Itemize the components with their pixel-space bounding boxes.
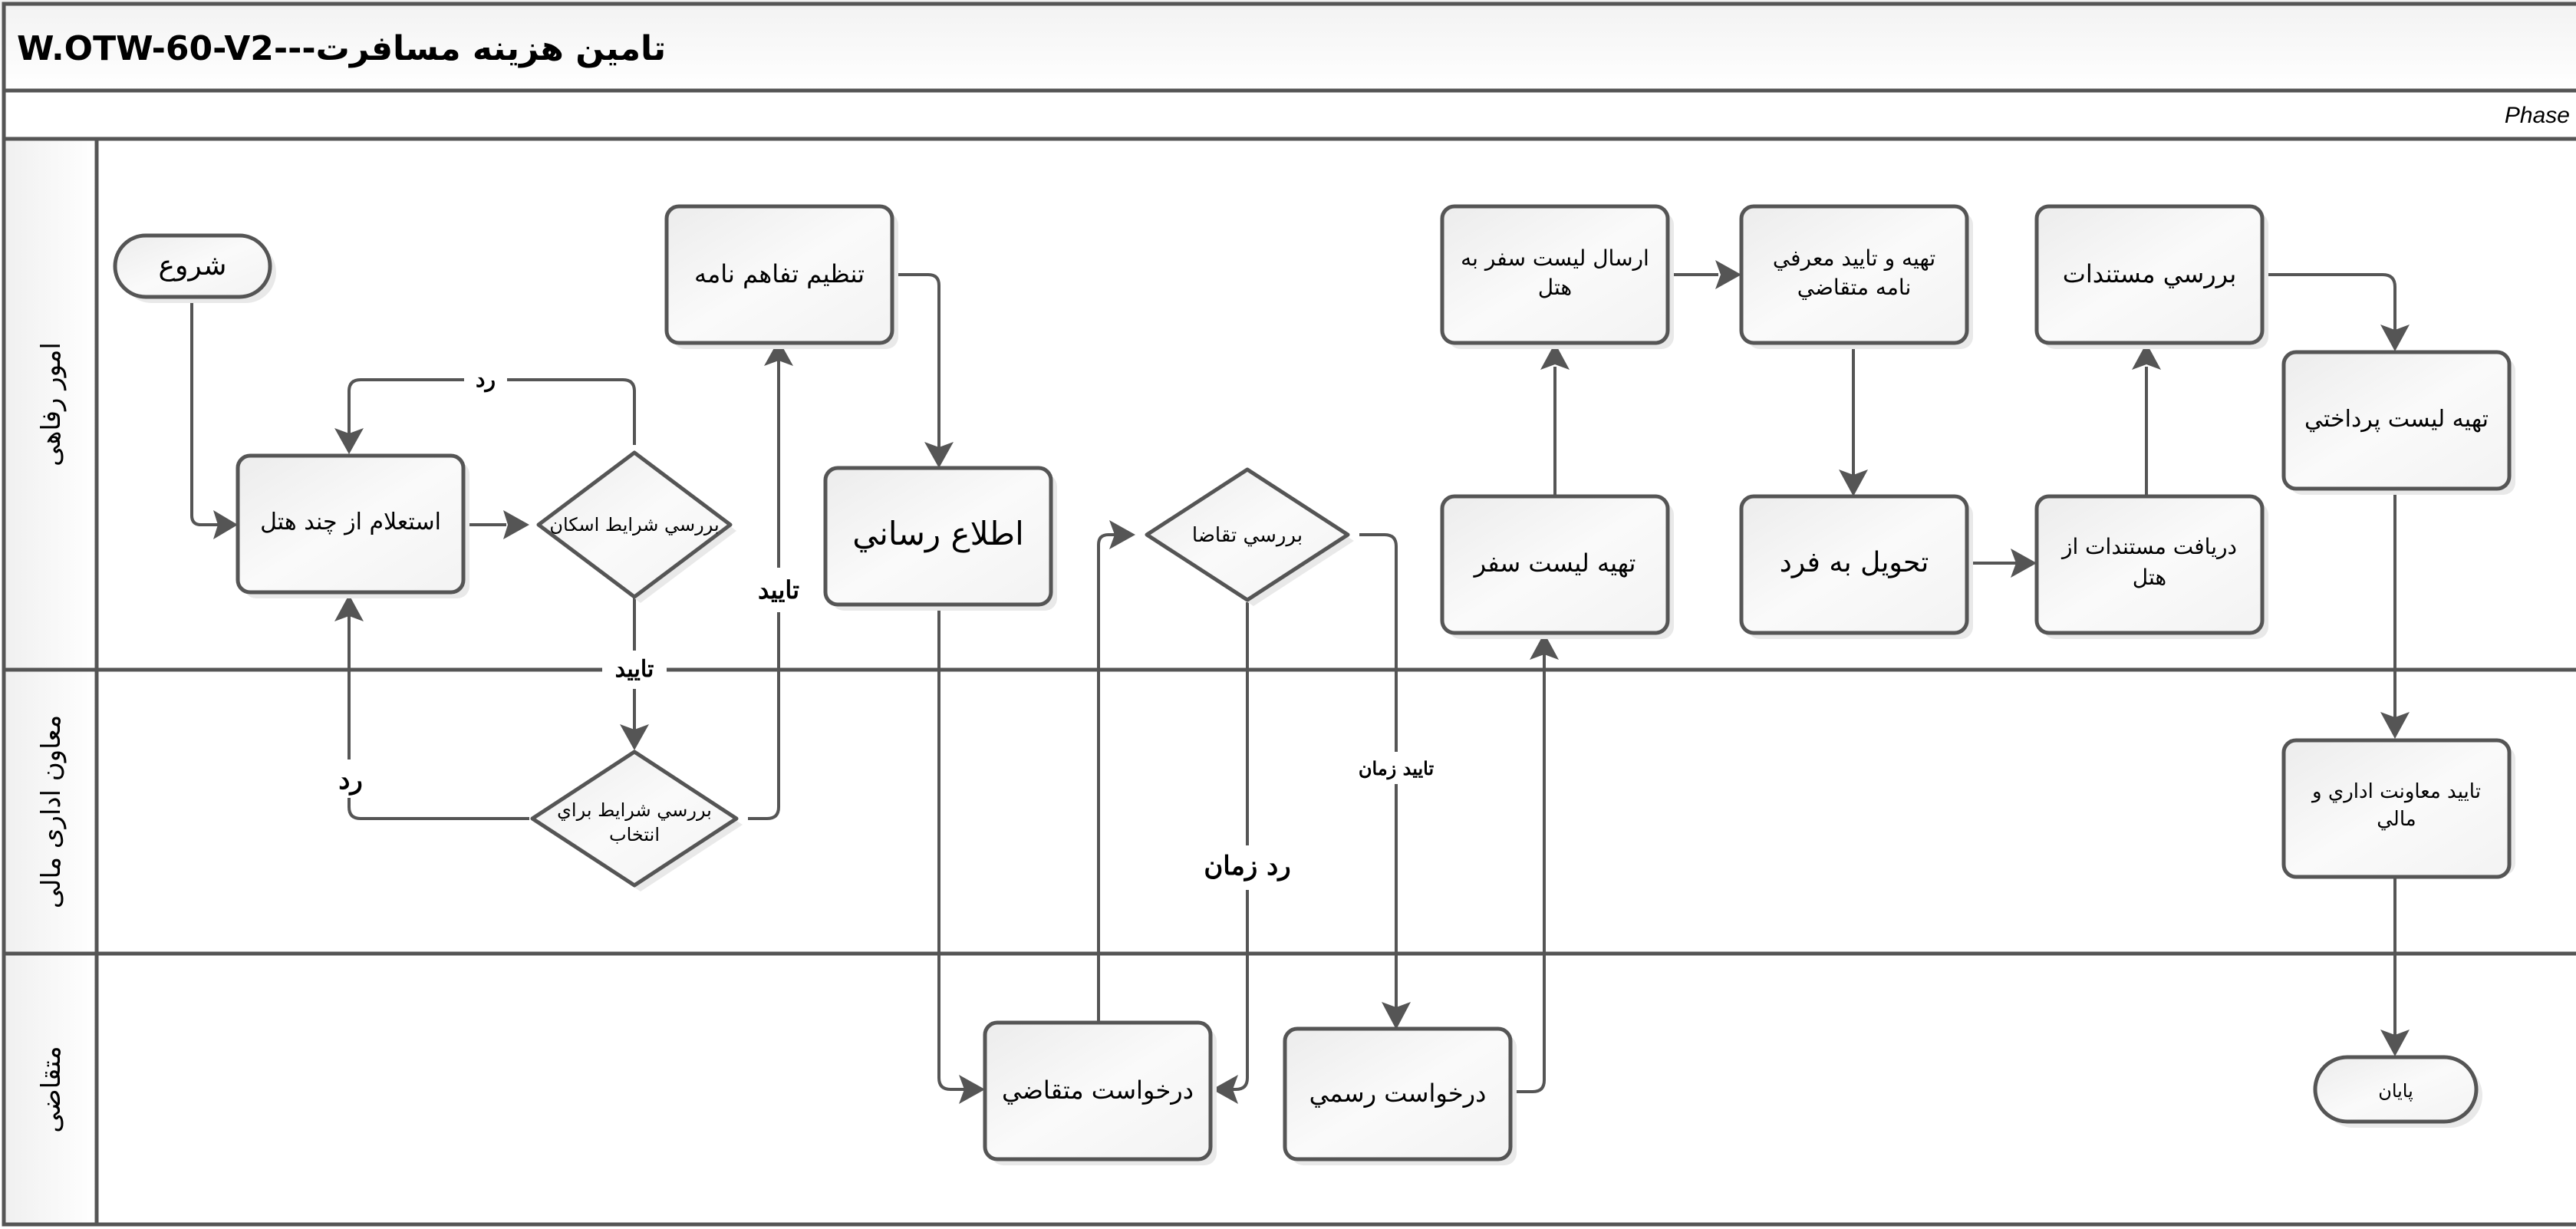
- arrowhead-icon: [334, 595, 364, 621]
- deputy-approval-line-1: تاييد معاونت اداري و: [2311, 780, 2481, 803]
- arrowhead-icon: [2132, 343, 2161, 370]
- nodes: شروع استعلام از چند هتل بررسي شرايط اسكا…: [113, 204, 2515, 1165]
- arrowhead-icon: [2380, 712, 2410, 739]
- arrowhead-icon: [1109, 520, 1135, 549]
- lane-header-bg: [6, 141, 97, 1224]
- svg-text:تهيه ليست پرداختي: تهيه ليست پرداختي: [2304, 406, 2489, 433]
- arrowhead-icon: [1839, 470, 1868, 496]
- intro-letter-line-2: نامه متقاضي: [1797, 275, 1912, 300]
- edge-label-accommodation-approve: تاييد: [615, 656, 654, 683]
- end-terminator[interactable]: پايان: [2313, 1055, 2482, 1128]
- arrowhead-icon: [959, 1075, 985, 1104]
- svg-text:شروع: شروع: [159, 250, 227, 282]
- edge-review-to-payment-list: [2261, 273, 2396, 331]
- svg-text:درخواست رسمي: درخواست رسمي: [1309, 1079, 1487, 1108]
- edge-selection-approve: [748, 361, 780, 820]
- intro-letter-line-1: تهيه و تاييد معرفي: [1773, 245, 1935, 271]
- arrowhead-icon: [620, 724, 649, 750]
- arrowhead-icon: [2011, 549, 2037, 578]
- receive-docs-line-1: دريافت مستندات از: [2060, 534, 2237, 559]
- svg-text:اطلاع رساني: اطلاع رساني: [852, 515, 1024, 553]
- arrowhead-icon: [1530, 633, 1559, 660]
- edge-labels: رد تاييد رد تاييد رد زمان تاييد زمان: [331, 367, 1438, 890]
- svg-text:تهيه ليست سفر: تهيه ليست سفر: [1473, 549, 1636, 578]
- edge-agreement-to-announcement: [894, 273, 940, 451]
- receive-docs-line-2: هتل: [2133, 565, 2166, 590]
- process-deputy-approval[interactable]: تاييد معاونت اداري و مالي: [2281, 738, 2515, 879]
- edge-formal-request-to-travel-list: [1510, 651, 1546, 1093]
- svg-text:تنظيم تفاهم نامه: تنظيم تفاهم نامه: [694, 259, 865, 288]
- svg-text:پايان: پايان: [2378, 1080, 2413, 1102]
- title-bar-bg: [0, 0, 2576, 91]
- edge-check-request-reject-time: [1227, 602, 1249, 1091]
- arrowhead-icon: [213, 510, 238, 539]
- edge-announcement-to-applicant-request: [937, 606, 968, 1091]
- decision-check-accommodation[interactable]: بررسي شرايط اسكان: [536, 450, 736, 603]
- decision-check-request[interactable]: بررسي تقاضا: [1145, 467, 1354, 606]
- connectors: [190, 260, 2410, 1104]
- process-applicant-request[interactable]: درخواست متقاضي: [983, 1020, 1217, 1165]
- arrowhead-icon: [1212, 1075, 1238, 1104]
- lane-label-admin-finance-deputy: معاون اداری مالی: [36, 715, 67, 908]
- svg-text:استعلام از چند هتل: استعلام از چند هتل: [260, 509, 441, 535]
- lane-label-welfare: امور رفاهی: [36, 342, 67, 466]
- arrowhead-icon: [503, 510, 529, 539]
- svg-text:درخواست متقاضي: درخواست متقاضي: [1002, 1076, 1194, 1105]
- process-arrange-agreement[interactable]: تنظيم تفاهم نامه: [664, 204, 898, 349]
- process-prepare-intro-letter[interactable]: تهيه و تاييد معرفي نامه متقاضي: [1739, 204, 1973, 349]
- arrowhead-icon: [764, 340, 793, 366]
- check-selection-line-2: انتخاب: [609, 824, 660, 845]
- arrowhead-icon: [1540, 343, 1570, 370]
- svg-text:بررسي تقاضا: بررسي تقاضا: [1192, 524, 1303, 547]
- edge-label-selection-approve: تاييد: [758, 575, 799, 605]
- arrowhead-icon: [2380, 1030, 2410, 1056]
- send-list-line-2: هتل: [1538, 275, 1572, 300]
- edge-label-reject-time: رد زمان: [1204, 851, 1290, 881]
- arrowhead-icon: [1382, 1002, 1411, 1030]
- arrowhead-icon: [1715, 260, 1741, 289]
- process-formal-request[interactable]: درخواست رسمي: [1283, 1026, 1517, 1165]
- process-prepare-payment-list[interactable]: تهيه ليست پرداختي: [2281, 350, 2515, 495]
- process-receive-documents[interactable]: دريافت مستندات از هتل: [2034, 494, 2268, 639]
- process-announcement[interactable]: اطلاع رساني: [823, 466, 1057, 611]
- decision-check-selection[interactable]: بررسي شرايط براي انتخاب: [530, 750, 743, 891]
- edge-check-request-approve-time: [1359, 533, 1398, 1011]
- edge-label-accommodation-reject: رد: [476, 367, 496, 393]
- start-terminator[interactable]: شروع: [113, 233, 276, 303]
- process-send-list-to-hotel[interactable]: ارسال ليست سفر به هتل: [1440, 204, 1674, 349]
- check-selection-line-1: بررسي شرايط براي: [557, 799, 712, 821]
- arrowhead-icon: [2380, 325, 2410, 351]
- deputy-approval-line-2: مالي: [2377, 808, 2416, 831]
- lane-label-applicant: متقاضی: [36, 1046, 67, 1132]
- send-list-line-1: ارسال ليست سفر به: [1461, 245, 1649, 271]
- svg-text:بررسي شرايط اسكان: بررسي شرايط اسكان: [549, 514, 719, 535]
- svg-text:بررسي مستندات: بررسي مستندات: [2063, 259, 2236, 288]
- svg-text:تحويل به فرد: تحويل به فرد: [1780, 547, 1929, 578]
- phase-label: Phase: [2505, 103, 2570, 128]
- diagram-title: W.OTW-60-V2---تامین هزینه مسافرت: [17, 29, 666, 68]
- process-review-documents[interactable]: بررسي مستندات: [2034, 204, 2268, 349]
- process-deliver-to-person[interactable]: تحويل به فرد: [1739, 494, 1973, 639]
- edge-label-selection-reject: رد: [338, 765, 363, 796]
- process-prepare-travel-list[interactable]: تهيه ليست سفر: [1440, 494, 1674, 639]
- arrowhead-icon: [334, 428, 364, 454]
- process-inquiry-hotels[interactable]: استعلام از چند هتل: [236, 453, 469, 598]
- edge-start-to-inquiry: [190, 301, 222, 526]
- arrowhead-icon: [924, 442, 954, 468]
- edge-label-approve-time: تاييد زمان: [1359, 757, 1435, 780]
- edge-selection-reject: [348, 614, 529, 820]
- edge-applicant-request-to-check-request: [1097, 533, 1122, 1022]
